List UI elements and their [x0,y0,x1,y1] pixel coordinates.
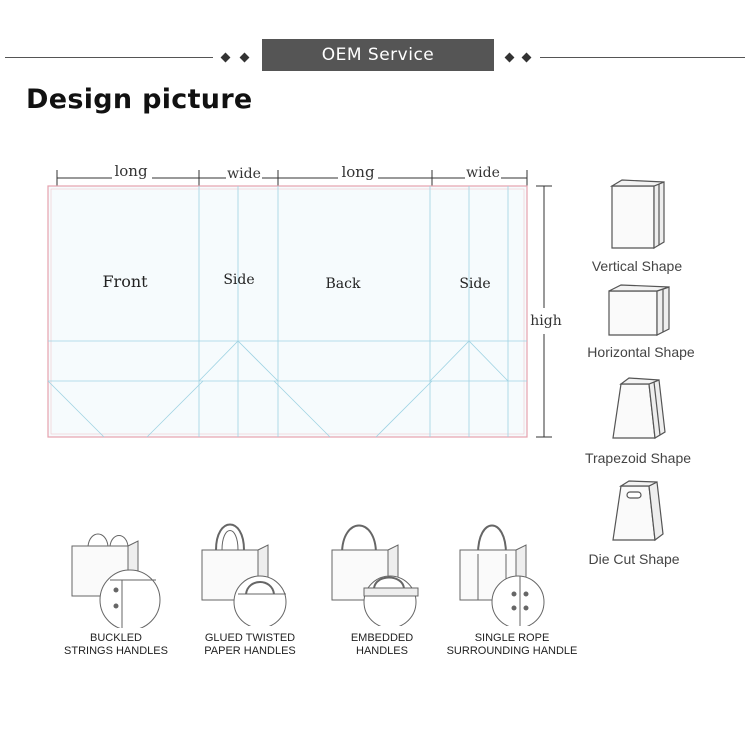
handle-label-line: SINGLE ROPE [474,632,550,644]
embedded-handles-label: EMBEDDED HANDLES [322,632,442,658]
handle-label-line: PAPER HANDLES [204,645,296,657]
glued-twisted-handle-icon [201,523,287,626]
single-rope-handle-icon [459,524,545,626]
panel-side-label: Side [223,272,254,288]
panel-front-label: Front [102,272,148,291]
die-cut-shape-label: Die Cut Shape [588,551,680,567]
fold-lines [47,186,527,438]
height-dimension-bar [536,185,552,438]
dimension-wide-label: wide [466,165,500,181]
dimension-high-label: high [530,313,561,329]
glued-twisted-handles-label: GLUED TWISTED PAPER HANDLES [190,632,310,658]
left-rule [5,57,213,58]
horizontal-shape-label: Horizontal Shape [587,344,695,360]
horizontal-bag-icon [608,284,670,336]
trapezoid-shape-label: Trapezoid Shape [584,450,692,466]
dieline-outline [47,185,528,438]
banner-label: OEM Service [321,45,435,65]
buckled-strings-handles-label: BUCKLED STRINGS HANDLES [56,632,176,658]
handle-label-line: EMBEDDED [350,632,414,644]
handle-label-line: HANDLES [356,645,408,657]
vertical-bag-icon [609,179,665,250]
vertical-shape-label: Vertical Shape [591,258,683,274]
handle-label-line: BUCKLED [90,632,142,644]
handle-label-line: STRINGS HANDLES [64,645,168,657]
handle-label-line: SURROUNDING HANDLE [446,645,578,657]
handle-label-line: GLUED TWISTED [204,632,296,644]
page-title: Design picture [26,84,253,115]
trapezoid-bag-icon [612,377,666,439]
oem-service-banner: OEM Service [262,39,494,71]
dimension-wide-label: wide [227,166,261,182]
dimension-long-label: long [341,163,374,181]
embedded-handle-icon [331,524,419,626]
dimension-long-label: long [114,162,147,180]
single-rope-surrounding-handle-label: SINGLE ROPE SURROUNDING HANDLE [442,632,582,658]
buckled-strings-handle-icon [71,533,161,628]
die-cut-bag-icon [612,480,664,542]
panel-back-label: Back [326,276,361,292]
right-rule [540,57,745,58]
panel-side-label: Side [459,276,490,292]
